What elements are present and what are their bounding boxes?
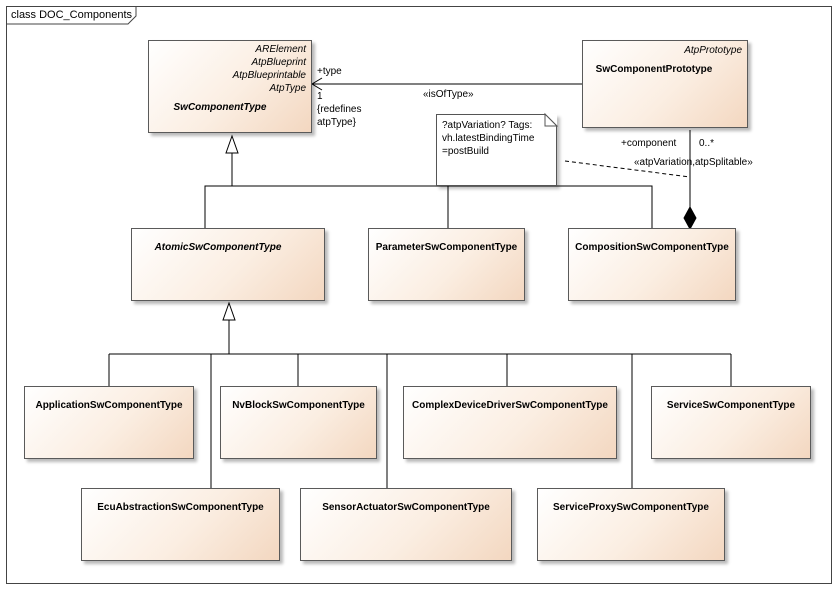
class-service-sw-component-type[interactable]: ServiceSwComponentType [651,386,811,459]
stereotype: AtpBlueprintable [232,70,306,81]
class-name: ApplicationSwComponentType [35,400,183,411]
generalization-tree-top [204,153,653,228]
note-line: =postBuild [442,146,489,157]
stereotype: AtpBlueprint [251,57,306,68]
class-parameter-sw-component-type[interactable]: ParameterSwComponentType [368,228,525,301]
class-atomic-sw-component-type[interactable]: AtomicSwComponentType [131,228,325,301]
atp-variation-label: «atpVariation,atpSplitable» [634,157,753,168]
class-name: SensorActuatorSwComponentType [322,502,490,513]
is-of-type-label: «isOfType» [423,89,474,100]
class-service-proxy-sw-component-type[interactable]: ServiceProxySwComponentType [537,488,725,561]
class-nvblock-sw-component-type[interactable]: NvBlockSwComponentType [220,386,377,459]
diagram-frame [6,6,832,584]
class-name: ComplexDeviceDriverSwComponentType [412,400,608,411]
class-name: CompositionSwComponentType [575,242,729,253]
class-name: SwComponentType [173,102,267,113]
class-name: ServiceProxySwComponentType [553,502,709,513]
class-sw-component-type[interactable]: ARElement AtpBlueprint AtpBlueprintable … [148,40,312,133]
generalization-arrowhead-atomic [222,301,236,321]
type-multiplicity-label: 1 [317,91,323,102]
class-name: SwComponentPrototype [595,64,713,75]
class-name: EcuAbstractionSwComponentType [97,502,264,513]
stereotype: ARElement [255,44,306,55]
generalization-arrowhead-type [225,134,239,154]
class-sensor-actuator-sw-component-type[interactable]: SensorActuatorSwComponentType [300,488,512,561]
component-multiplicity-label: 0..* [699,138,715,149]
type-role-label: +type [317,66,342,77]
redefines-label: {redefines [317,104,362,115]
generalization-tree-atomic [108,320,732,488]
class-name: ParameterSwComponentType [375,242,518,253]
variation-note[interactable]: ?atpVariation? Tags: vh.latestBindingTim… [436,114,557,186]
note-line: ?atpVariation? Tags: [442,120,533,131]
note-anchor-line [564,160,691,178]
class-name: ServiceSwComponentType [666,400,796,411]
stereotype: AtpType [269,83,307,94]
component-role-label: +component [621,138,677,149]
frame-label: class DOC_Components [11,9,133,21]
redefines-label: atpType} [317,117,356,128]
stereotype: AtpPrototype [684,45,742,56]
stereotype-list: ARElement AtpBlueprint AtpBlueprintable … [233,43,306,95]
class-ecu-abstraction-sw-component-type[interactable]: EcuAbstractionSwComponentType [81,488,280,561]
class-name: NvBlockSwComponentType [232,400,365,411]
class-name: AtomicSwComponentType [154,242,282,253]
class-composition-sw-component-type[interactable]: CompositionSwComponentType [568,228,736,301]
class-complex-device-driver-sw-component-type[interactable]: ComplexDeviceDriverSwComponentType [403,386,617,459]
class-application-sw-component-type[interactable]: ApplicationSwComponentType [24,386,194,459]
is-of-type-line [311,77,582,91]
note-line: vh.latestBindingTime [442,133,535,144]
class-sw-component-prototype[interactable]: AtpPrototype SwComponentPrototype [582,40,748,128]
